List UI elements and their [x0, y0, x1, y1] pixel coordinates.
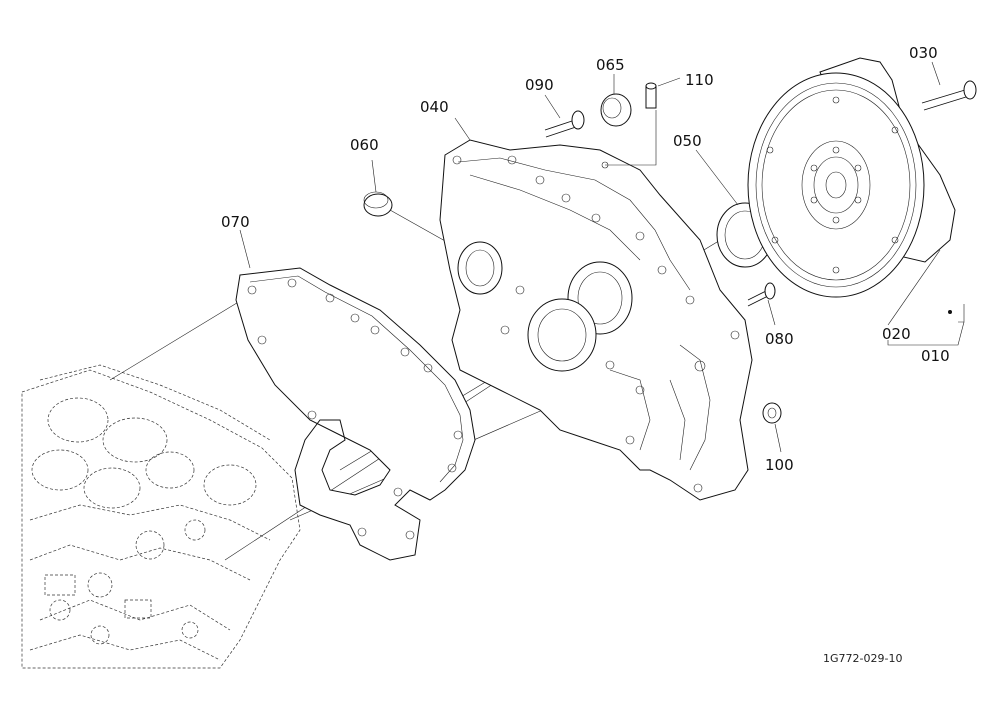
seal-065	[600, 93, 632, 127]
bolt-090	[544, 110, 585, 138]
label-065: 065	[596, 56, 625, 74]
bolt-080	[747, 282, 776, 307]
label-040: 040	[420, 98, 449, 116]
washer-100	[762, 402, 782, 424]
label-110: 110	[685, 71, 714, 89]
label-100: 100	[765, 456, 794, 474]
gear-case-040	[439, 139, 753, 501]
label-060: 060	[350, 136, 379, 154]
label-090: 090	[525, 76, 554, 94]
gasket-070	[235, 267, 476, 561]
label-030: 030	[909, 44, 938, 62]
label-050: 050	[673, 132, 702, 150]
drawing-code: 1G772-029-10	[823, 652, 902, 665]
label-020: 020	[882, 325, 911, 343]
label-080: 080	[765, 330, 794, 348]
plug-060	[363, 191, 393, 217]
pin-110	[645, 82, 657, 109]
leader-lines	[239, 61, 965, 453]
callout-labels: 030 065 110 090 040 050 060 070 080 020 …	[221, 44, 950, 474]
label-070: 070	[221, 213, 250, 231]
engine-block	[21, 364, 301, 669]
label-010: 010	[921, 347, 950, 365]
flywheel-020	[747, 57, 956, 298]
bolt-030	[921, 80, 977, 111]
